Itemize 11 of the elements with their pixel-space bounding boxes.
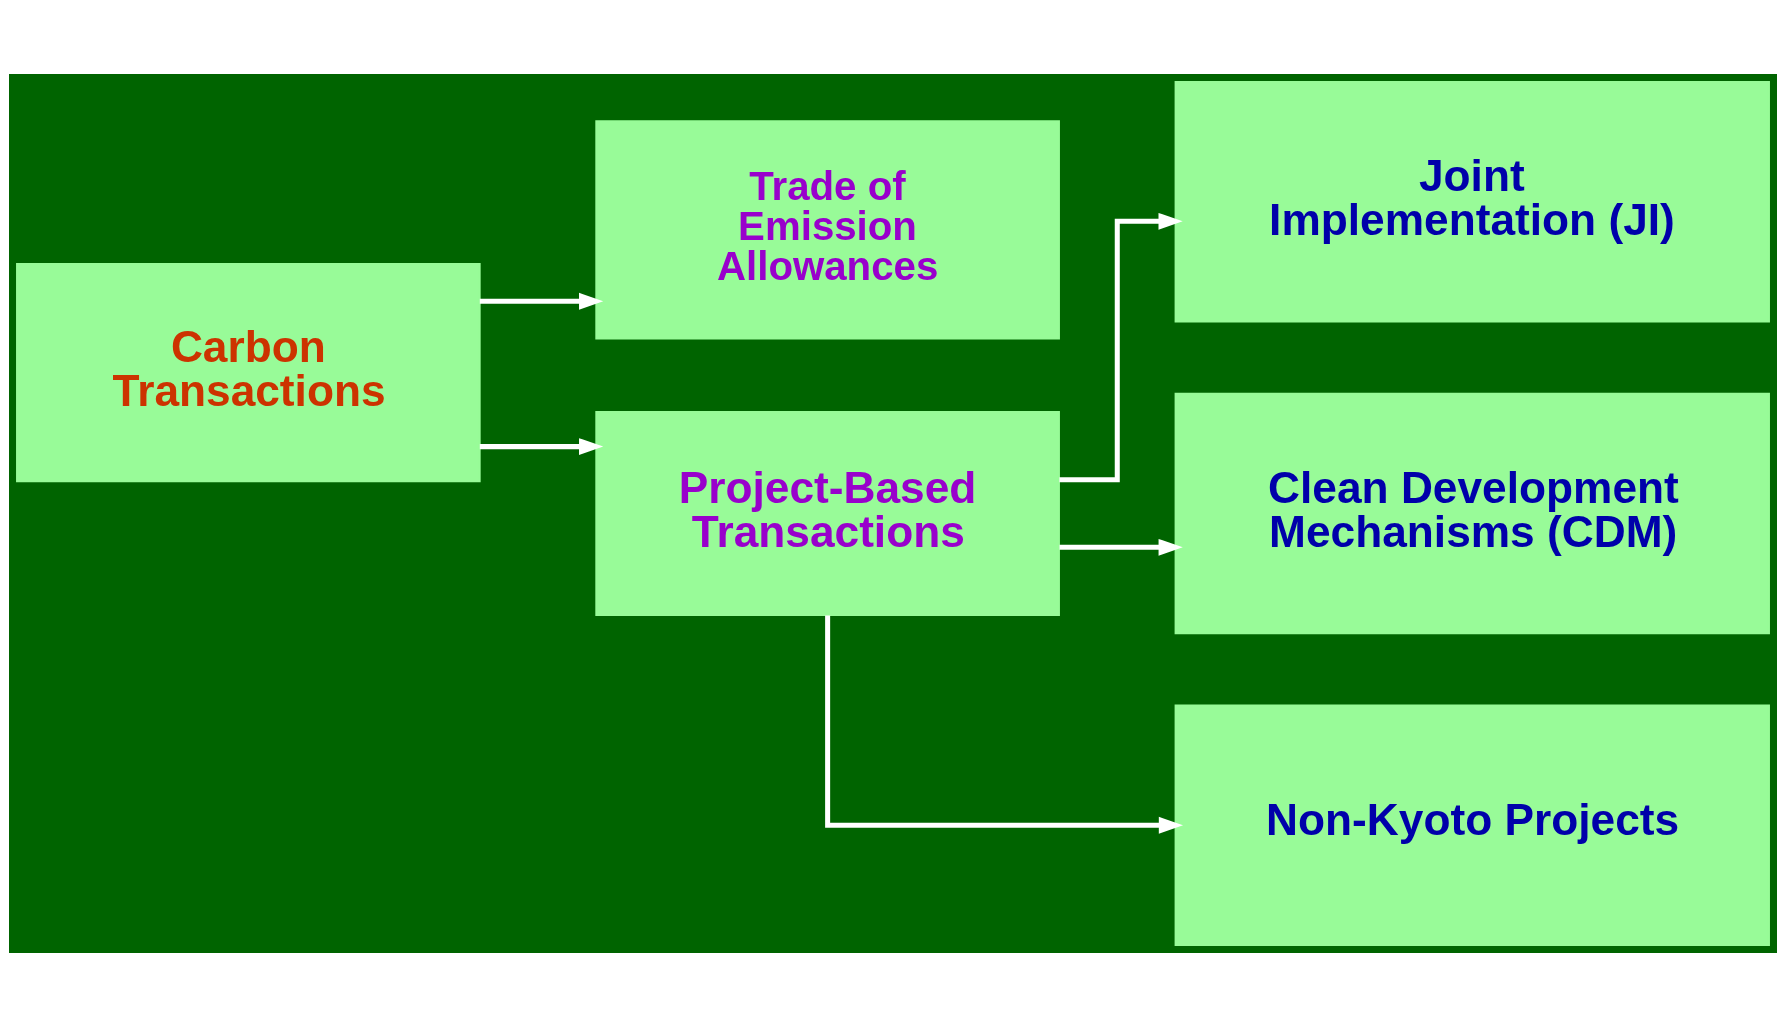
arrow — [1058, 212, 1183, 482]
arrow — [479, 437, 603, 455]
node-box: Clean Development Mechanisms (CDM) — [1174, 392, 1770, 634]
arrow — [479, 292, 603, 310]
arrow — [824, 615, 1183, 834]
node-box: Joint Implementation (JI) — [1174, 80, 1770, 322]
node-box: Carbon Transactions — [15, 262, 481, 482]
arrow — [1058, 538, 1183, 556]
node-box: Trade of Emission Allowances — [594, 119, 1060, 339]
node-box: Non-Kyoto Projects — [1174, 704, 1770, 946]
node-box: Project-Based Transactions — [594, 410, 1060, 616]
